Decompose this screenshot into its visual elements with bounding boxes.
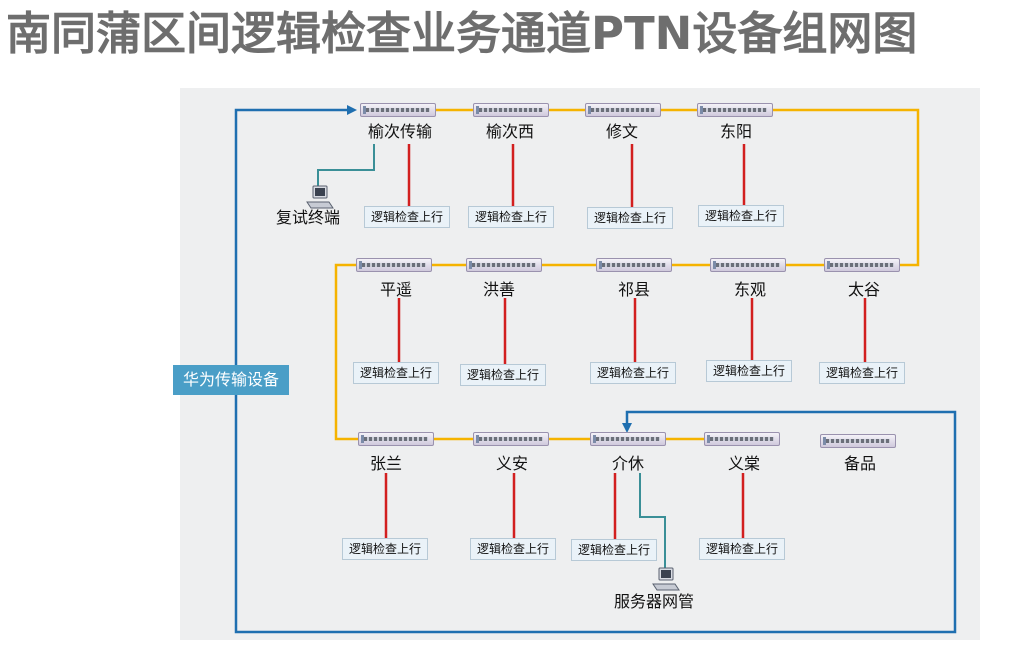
uplink-box: 逻辑检查上行 [819, 362, 906, 384]
ptn-device-hongshan[interactable] [466, 258, 542, 272]
ptn-device-dongyang[interactable] [697, 103, 773, 117]
station-label: 榆次传输 [367, 122, 432, 141]
uplink-box: 逻辑检查上行 [470, 538, 557, 560]
uplink-box: 逻辑检查上行 [706, 360, 793, 382]
retest-terminal-label: 复试终端 [276, 208, 341, 227]
station-label: 义安 [495, 454, 528, 473]
ptn-device-xiuwen[interactable] [585, 103, 661, 117]
uplink-box: 逻辑检查上行 [364, 206, 451, 228]
station-label: 备品 [843, 454, 876, 473]
station-label: 榆次西 [485, 122, 534, 141]
computer-icon [652, 567, 680, 591]
computer-icon [306, 185, 334, 209]
uplink-box: 逻辑检查上行 [353, 362, 440, 384]
ptn-device-spare[interactable] [820, 434, 896, 448]
server-terminal-link [639, 473, 666, 572]
server-nms-label: 服务器网管 [614, 592, 695, 611]
uplink-box: 逻辑检查上行 [460, 364, 547, 386]
uplink-box: 逻辑检查上行 [587, 207, 674, 229]
ptn-device-yuci-transmission[interactable] [360, 103, 436, 117]
uplink-box: 逻辑检查上行 [468, 206, 555, 228]
ptn-device-zhanglan[interactable] [358, 432, 434, 446]
arrow-to-yuci [347, 105, 357, 115]
huawei-equipment-badge: 华为传输设备 [173, 365, 289, 395]
ptn-device-jiexiu[interactable] [590, 432, 666, 446]
station-label: 洪善 [482, 280, 515, 299]
uplink-box: 逻辑检查上行 [698, 205, 785, 227]
ptn-device-qixian[interactable] [596, 258, 672, 272]
station-label: 平遥 [379, 280, 412, 299]
station-label: 张兰 [369, 454, 402, 473]
station-label: 修文 [605, 122, 638, 141]
station-label: 祁县 [617, 280, 650, 299]
ptn-device-taigu[interactable] [824, 258, 900, 272]
uplink-box: 逻辑检查上行 [571, 539, 658, 561]
ptn-device-yian[interactable] [473, 432, 549, 446]
station-label: 介休 [611, 454, 644, 473]
ptn-device-dongguan[interactable] [710, 258, 786, 272]
uplink-box: 逻辑检查上行 [590, 362, 677, 384]
ptn-device-yitang[interactable] [704, 432, 780, 446]
station-label: 东观 [733, 280, 766, 299]
arrow-to-jiexiu [622, 423, 632, 433]
ring-link-row1 [334, 108, 920, 441]
uplink-box: 逻辑检查上行 [699, 538, 786, 560]
page-title: 南同蒲区间逻辑检查业务通道PTN设备组网图 [6, 7, 918, 60]
station-label: 东阳 [719, 122, 752, 141]
ptn-device-pingyao[interactable] [356, 258, 432, 272]
ptn-device-yuci-west[interactable] [473, 103, 549, 117]
management-loop-link [234, 108, 957, 634]
station-label: 太谷 [847, 280, 880, 299]
station-label: 义棠 [727, 454, 760, 473]
uplink-box: 逻辑检查上行 [342, 538, 429, 560]
retest-terminal-link [317, 144, 375, 190]
